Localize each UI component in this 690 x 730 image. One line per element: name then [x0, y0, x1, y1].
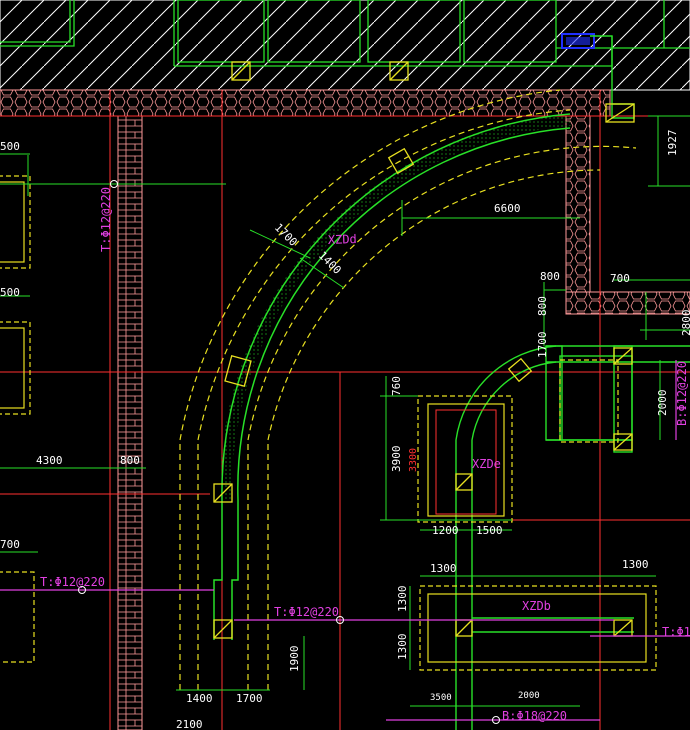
hex-beam-top — [0, 89, 690, 315]
rebar-t-left-vertical: T:Φ12@220 — [99, 187, 113, 252]
dim-1500: 1500 — [476, 524, 503, 537]
dim-800-a: 800 — [540, 270, 560, 283]
dim-1300-a: 1300 — [430, 562, 457, 575]
label-xzdb: XZDb — [522, 599, 551, 613]
dim-700-a: 700 — [610, 272, 630, 285]
dim-700-b: 700 — [0, 538, 20, 551]
dim-800-b: 800 — [536, 296, 549, 316]
rebar-t-mid-horizontal: T:Φ12@220 — [274, 605, 339, 619]
brick-column-wall — [117, 115, 143, 730]
dim-1700-b: 1700 — [236, 692, 263, 705]
dim-1300-b: 1300 — [622, 558, 649, 571]
dim-1927: 1927 — [666, 130, 679, 157]
rebar-b-right-vertical: B:Φ12@220 — [675, 361, 689, 426]
dim-1200: 1200 — [432, 524, 459, 537]
column-markers — [213, 61, 635, 639]
dim-3500: 3500 — [430, 693, 452, 703]
label-xzde: XZDe — [472, 457, 501, 471]
dim-3900: 3900 — [390, 446, 403, 473]
dim-2100: 2100 — [176, 718, 203, 730]
dim-500-b: 500 — [0, 286, 20, 299]
rebar-b-bottom: B:Φ18@220 — [502, 709, 567, 723]
curved-beam-xzdd — [179, 89, 637, 690]
dimension-lines — [0, 115, 690, 707]
right-dashed-boxes — [417, 359, 657, 671]
label-xzdd: XZDd — [328, 232, 357, 247]
dim-1400-arc: 1400 — [316, 249, 344, 277]
rebar-points — [78, 180, 500, 724]
dim-2800: 2800 — [680, 310, 690, 337]
left-column-boxes — [0, 175, 35, 663]
blue-block — [561, 33, 595, 49]
left-column-cores — [0, 181, 25, 409]
dim-500-a: 500 — [0, 140, 20, 153]
rebar-lines — [0, 360, 690, 721]
dim-1300-d: 1300 — [396, 634, 409, 661]
dim-1900: 1900 — [288, 646, 301, 673]
right-solid-boxes — [427, 403, 647, 663]
red-inner-box — [435, 409, 497, 515]
dim-1400-b: 1400 — [186, 692, 213, 705]
dim-1700-v: 1700 — [536, 332, 549, 359]
dim-760: 760 — [390, 376, 403, 396]
dim-1300-c: 1300 — [396, 586, 409, 613]
dim-3300-red: 3300 — [408, 448, 419, 472]
rebar-t-right-cut: T:Φ16 — [662, 625, 690, 639]
axis-lines — [0, 90, 690, 730]
dim-2000-right: 2000 — [656, 390, 669, 417]
dim-4300: 4300 — [36, 454, 63, 467]
dim-800-c: 800 — [120, 454, 140, 467]
dim-6600: 6600 — [494, 202, 521, 215]
rebar-t-left-horizontal: T:Φ12@220 — [40, 575, 105, 589]
dim-2000-b: 2000 — [518, 691, 540, 701]
